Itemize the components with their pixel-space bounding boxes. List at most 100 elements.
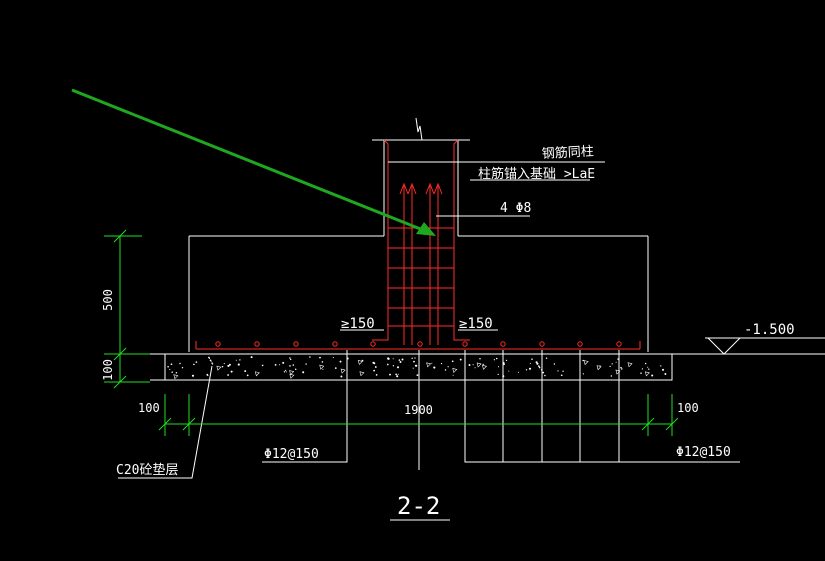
column-rebar [372,139,470,345]
hatch-dot [497,373,499,376]
hatch-dot [644,362,647,365]
hatch-dot [660,365,662,367]
hatch-dot [195,361,198,363]
hatch-aggregate [627,362,633,368]
hatch-dot [474,367,476,369]
hatch-dot [395,373,397,376]
hatch-dot [536,362,539,365]
hatch-dot [545,357,548,360]
dim-width: 1900 [404,403,433,417]
hatch-aggregate [426,362,432,368]
section-title: 2-2 [397,492,440,520]
hatch-dot [171,371,173,373]
label-min-right: ≥150 [459,316,493,332]
hatch-dot [651,374,654,377]
rebar-dot [616,341,622,347]
hatch-dot [452,374,454,376]
hatch-dot [373,369,375,372]
hatch-dot [193,363,195,366]
hatch-dot [647,366,649,368]
hatch-dot [237,363,240,366]
hatch-dot [332,357,334,359]
dim-right-offset: 100 [677,401,699,415]
hatch-dot [440,363,443,365]
hatch-aggregate [452,368,458,374]
text-labels: 钢筋同柱 柱筋锚入基础 >LaE 4 Φ8 ≥150 ≥150 -1.500 Φ… [116,143,795,520]
rebar-dot [577,341,583,347]
label-bottom-left-bar: Φ12@150 [264,447,319,462]
dimension-lines [104,229,679,436]
hatch-aggregate [357,360,363,366]
rebar-dot [417,341,423,347]
hatch-dot [416,374,419,377]
hatch-dot [386,363,389,366]
bottom-rebar [195,341,641,350]
ground-level [672,337,825,355]
hatch-dot [207,374,209,377]
hatch-dot [472,364,474,366]
hatch-dot [274,363,277,366]
hatch-aggregate [340,368,346,374]
hatch-dot [495,357,498,360]
hatch-dot [537,365,540,367]
hatch-dot [615,361,617,363]
hatch-dot [322,368,324,370]
hatch-dot [181,367,184,369]
hatch-dot [553,363,556,365]
hatch-dot [387,357,390,360]
hatch-aggregate [615,369,621,375]
hatch-dot [560,374,563,377]
hatch-dot [321,361,324,363]
hatch-dot [433,366,436,369]
hatch-dot [529,362,531,364]
hatch-dot [340,375,343,378]
hatch-dot [503,363,505,366]
hatch-dot [542,371,545,374]
hatch-dot [398,359,401,361]
hatch-dot [401,358,404,361]
hatch-dot [479,357,481,360]
hatch-dot [582,359,584,362]
rebar-dot [370,341,376,347]
label-min-left: ≥150 [341,316,375,332]
hatch-dot [334,367,337,369]
dim-left-offset: 100 [138,401,160,415]
hatch-dot [468,364,471,366]
rebar-dot [293,341,299,347]
hatch-dot [235,359,237,361]
hatch-dot [228,363,231,366]
hatch-dot [290,358,292,361]
hatch-aggregate [289,373,295,379]
dimension-text: 500 100 100 1900 100 [101,289,699,417]
hatch-dot [279,364,281,366]
hatch-dot [389,373,391,376]
hatch-dot [169,368,171,370]
label-column-rebar: 钢筋同柱 [541,143,594,162]
hatch-dot [611,363,613,365]
hatch-dot [497,366,500,368]
hatch-dot [662,369,664,371]
hatch-aggregate [596,365,602,371]
rebar-dot [254,341,260,347]
hatch-dot [482,363,484,366]
hatch-dot [374,366,377,368]
hatch-dot [531,358,533,360]
hatch-dot [664,373,667,375]
hatch-dot [227,364,230,367]
hatch-dot [525,369,528,371]
hatch-dot [373,362,376,365]
hatch-dot [285,371,287,373]
hatch-aggregate [482,364,488,370]
hatch-dot [179,362,181,365]
hatch-dot [399,361,402,363]
hatch-dot [210,360,212,362]
hatch-dot [375,374,378,376]
label-cushion-layer: C20砼垫层 [116,462,178,478]
cushion-layer [150,353,673,381]
hatch-aggregate [216,365,222,371]
hatch-dot [411,357,413,360]
hatch-dot [640,372,642,374]
hatch-dot [283,371,286,373]
hatch-dot [503,362,505,364]
